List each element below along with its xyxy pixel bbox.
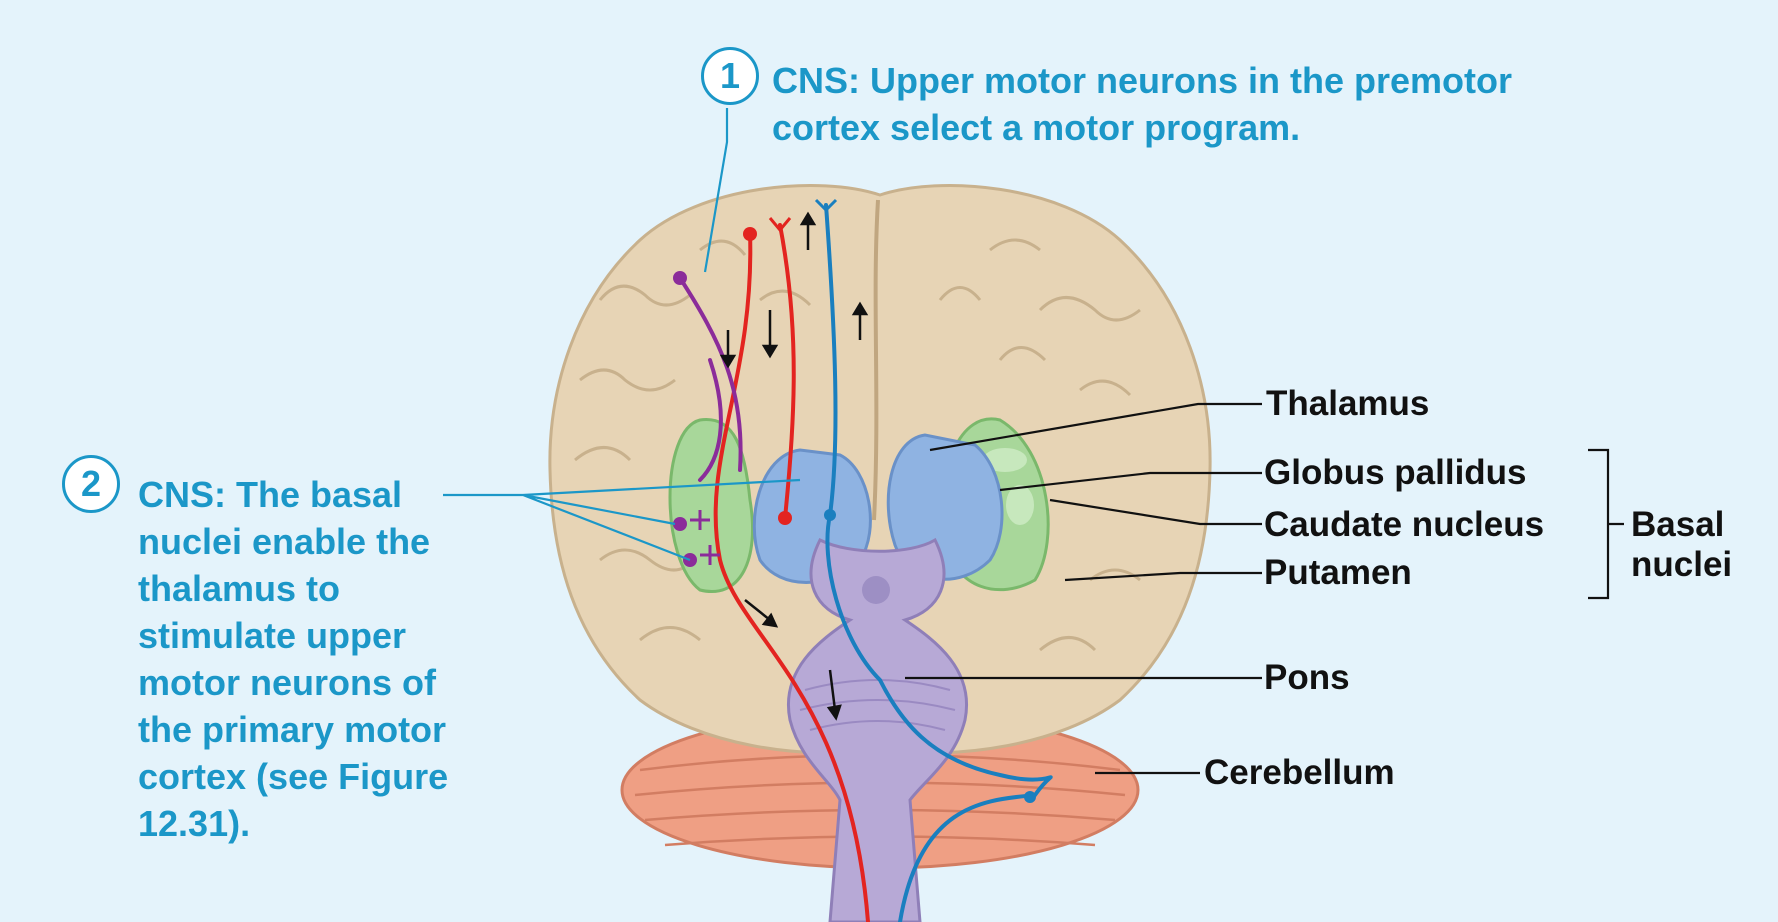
label-thalamus: Thalamus <box>1266 384 1429 424</box>
label-cerebellum: Cerebellum <box>1204 753 1395 793</box>
label-pons: Pons <box>1264 658 1350 698</box>
step-2-lead: CNS: <box>138 474 226 515</box>
step-2-line-4: stimulate upper <box>138 615 406 656</box>
step-2-line-6: the primary motor <box>138 709 446 750</box>
step-2-line-3: thalamus to <box>138 568 340 609</box>
step-2-line-5: motor neurons of <box>138 662 436 703</box>
step-2-line-2: nuclei enable the <box>138 521 430 562</box>
step-1-lead: CNS: <box>772 60 860 101</box>
step-1-line-1: Upper motor neurons in the premotor <box>870 60 1512 101</box>
label-caudate-nucleus: Caudate nucleus <box>1264 505 1544 545</box>
step-1-text: CNS:Upper motor neurons in the premotor … <box>772 57 1512 151</box>
label-basal-nuclei-line-2: nuclei <box>1631 545 1732 584</box>
step-2-line-8: 12.31). <box>138 803 250 844</box>
step-1-number-badge: 1 <box>701 47 759 105</box>
label-basal-nuclei-line-1: Basal <box>1631 505 1724 544</box>
label-putamen: Putamen <box>1264 553 1412 593</box>
step-2-text: CNS:The basal nuclei enable the thalamus… <box>138 471 448 847</box>
step-2-line-1: The basal <box>236 474 402 515</box>
label-basal-nuclei: Basal nuclei <box>1631 505 1732 585</box>
label-globus-pallidus: Globus pallidus <box>1264 453 1527 493</box>
step-2-line-7: cortex (see Figure <box>138 756 448 797</box>
step-1-line-2: cortex select a motor program. <box>772 107 1300 148</box>
step-2-number-badge: 2 <box>62 455 120 513</box>
